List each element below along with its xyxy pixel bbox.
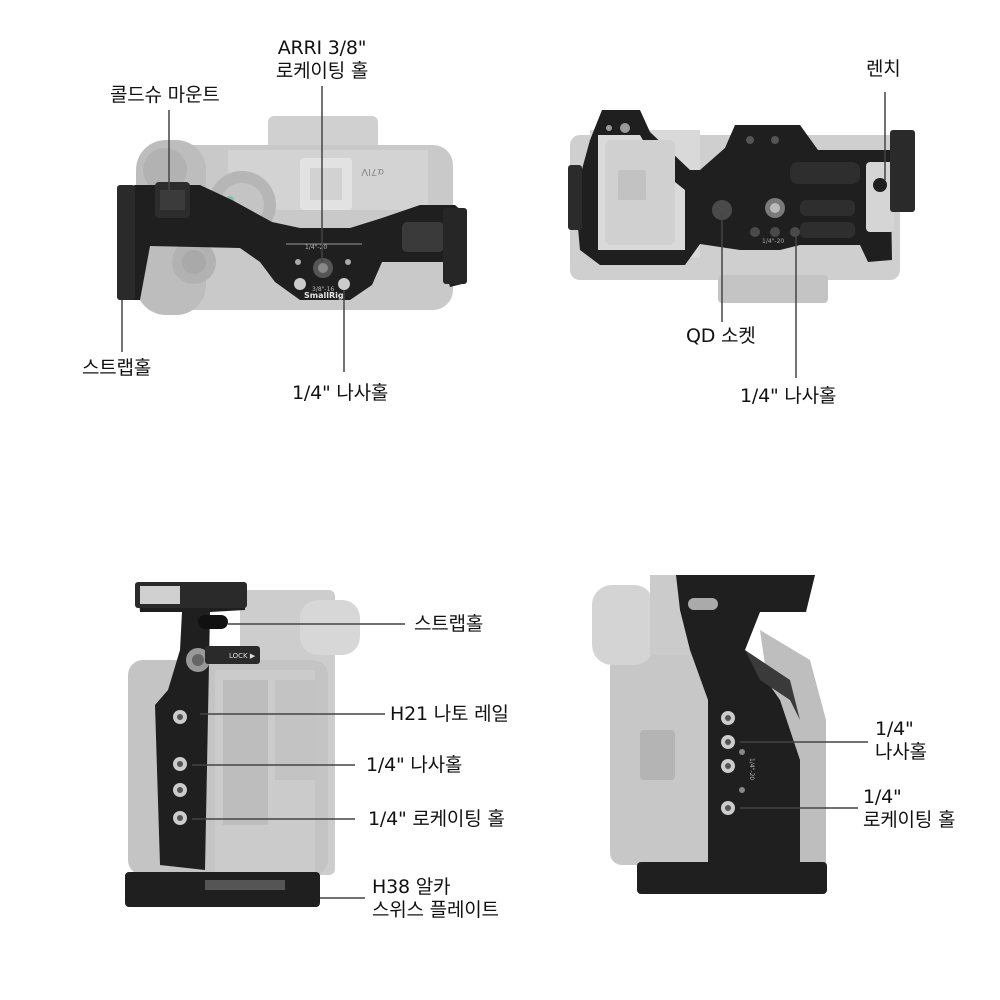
- top-engraving-thread: 1/4"-20: [305, 244, 327, 251]
- arri-locating-hole-label: ARRI 3/8" 로케이팅 홀: [262, 37, 382, 83]
- left-strap-hole-label: 스트랩홀: [414, 613, 484, 635]
- top-engraving-arri: 3/8"-16: [312, 286, 334, 293]
- arca-label-line1: H38 알카: [372, 876, 451, 898]
- bottom-engraving-thread: 1/4"-20: [762, 238, 784, 245]
- top-view-panel: α7IV 1/4"-20 3/8"-16 SmallRig: [117, 86, 467, 372]
- left-screw-hole-label: 1/4" 나사홀: [366, 754, 463, 776]
- right-leader-lines: [740, 741, 868, 809]
- bottom-leader-lines: [721, 92, 886, 378]
- left-locating-hole-label: 1/4" 로케이팅 홀: [368, 808, 505, 830]
- top-strap-hole-label: 스트랩홀: [82, 357, 152, 379]
- arri-label-line1: ARRI 3/8": [277, 37, 367, 59]
- right-locating-line2: 로케이팅 홀: [863, 809, 956, 831]
- bottom-view-panel: 1/4"-20: [568, 92, 915, 378]
- top-cage-plate: 1/4"-20 3/8"-16 SmallRig: [117, 182, 467, 300]
- right-cage-side: 1/4"-20: [637, 575, 827, 894]
- left-leader-lines: [192, 623, 405, 899]
- right-screw-line2: 나사홀: [875, 741, 927, 763]
- qd-socket-label: QD 소켓: [686, 325, 756, 347]
- left-view-panel: LOCK ▶: [125, 582, 405, 907]
- right-locating-hole-label: 1/4" 로케이팅 홀: [863, 786, 955, 832]
- right-view-panel: 1/4"-20: [592, 575, 868, 894]
- right-screw-hole-label: 1/4" 나사홀: [875, 718, 927, 764]
- left-cage-side: LOCK ▶: [125, 582, 320, 907]
- arca-plate-label: H38 알카 스위스 플레이트: [372, 876, 499, 922]
- nato-rail-label: H21 나토 레일: [390, 703, 509, 725]
- arca-label-line2: 스위스 플레이트: [372, 899, 499, 921]
- arri-label-line2: 로케이팅 홀: [275, 60, 369, 82]
- top-brand-logo: SmallRig: [304, 291, 344, 300]
- right-screw-line1: 1/4": [875, 718, 914, 740]
- cold-shoe-mount-label: 콜드슈 마운트: [110, 84, 220, 106]
- camera-model-engraving: α7IV: [361, 166, 384, 177]
- right-engraving-thread: 1/4"-20: [748, 758, 755, 780]
- top-leader-lines: [121, 86, 345, 372]
- wrench-label: 렌치: [866, 58, 901, 80]
- right-locating-line1: 1/4": [863, 786, 902, 808]
- bottom-screw-hole-label: 1/4" 나사홀: [740, 385, 837, 407]
- bottom-cage-plate: 1/4"-20: [568, 110, 915, 265]
- top-screw-hole-label: 1/4" 나사홀: [292, 382, 389, 404]
- lock-engraving: LOCK ▶: [229, 652, 256, 660]
